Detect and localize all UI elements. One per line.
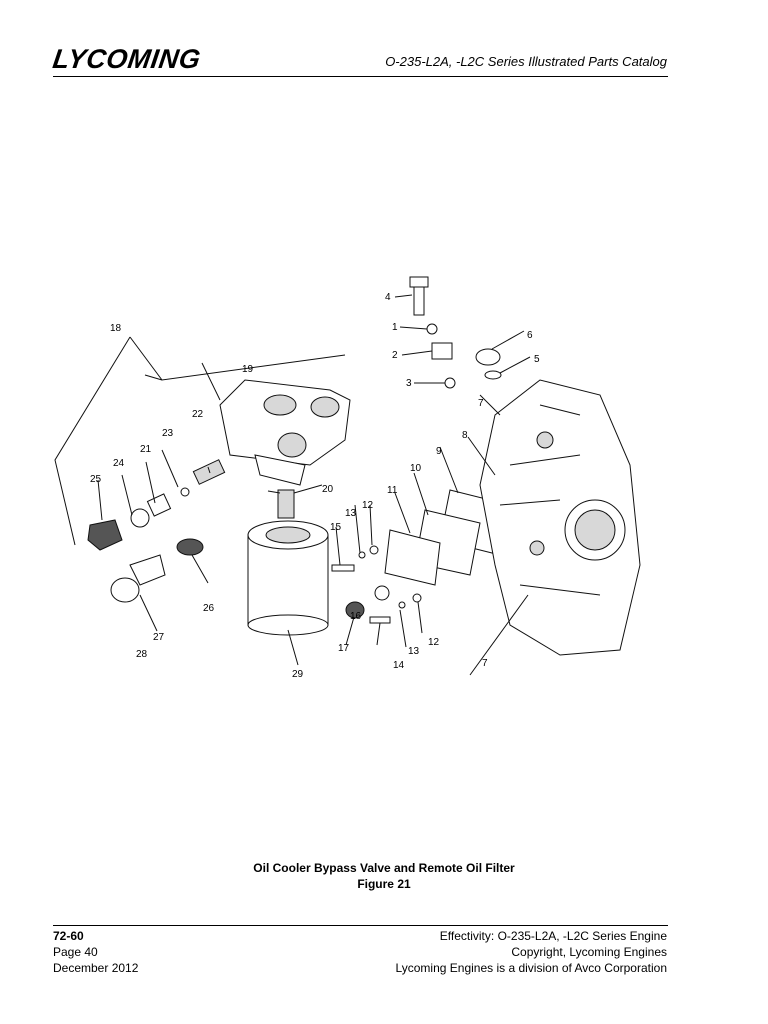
callout-7a: 7 (478, 398, 484, 409)
callout-28: 28 (136, 649, 148, 660)
fitting-20 (277, 489, 295, 519)
callout-25: 25 (90, 474, 102, 485)
effectivity: Effectivity: O-235-L2A, -L2C Series Engi… (439, 929, 667, 943)
callout-20: 20 (322, 484, 334, 495)
callout-3: 3 (406, 378, 412, 389)
callout-23: 23 (162, 428, 174, 439)
callout-8: 8 (462, 430, 468, 441)
callout-labels: 4 1 2 3 6 5 7 8 9 10 11 12 13 15 20 18 1… (90, 292, 540, 680)
callout-22: 22 (192, 409, 204, 420)
copyright: Copyright, Lycoming Engines (511, 945, 667, 959)
callout-12b: 12 (428, 637, 440, 648)
callout-17: 17 (338, 643, 350, 654)
callout-12a: 12 (362, 500, 374, 511)
caption-figure-number: Figure 21 (357, 877, 411, 891)
page-number: Page 40 (53, 945, 98, 959)
callout-5: 5 (534, 354, 540, 365)
callout-15: 15 (330, 522, 342, 533)
callout-19: 19 (242, 364, 254, 375)
exploded-parts-diagram: 4 1 2 3 6 5 7 8 9 10 11 12 13 15 20 18 1… (40, 265, 730, 685)
callout-16: 16 (350, 611, 362, 622)
revision-date: December 2012 (53, 961, 139, 975)
callout-27: 27 (153, 632, 165, 643)
bracket-18 (54, 336, 346, 546)
footer-right: Effectivity: O-235-L2A, -L2C Series Engi… (396, 928, 667, 976)
caption-title: Oil Cooler Bypass Valve and Remote Oil F… (253, 861, 515, 875)
lycoming-logo: LYCOMING (50, 44, 203, 74)
callout-29: 29 (292, 669, 304, 680)
callout-7b: 7 (482, 658, 488, 669)
callout-13a: 13 (345, 508, 357, 519)
top-fittings (409, 276, 502, 389)
callout-1: 1 (392, 322, 398, 333)
accessory-housing (479, 379, 641, 656)
small-hardware (331, 545, 422, 624)
company-note: Lycoming Engines is a division of Avco C… (395, 961, 667, 975)
leader-lines (97, 294, 531, 676)
cover-11 (384, 529, 441, 586)
callout-24: 24 (113, 458, 125, 469)
footer-left: 72-60 Page 40 December 2012 (53, 928, 138, 976)
filter-adapter-19 (219, 379, 351, 486)
catalog-title: O-235-L2A, -L2C Series Illustrated Parts… (385, 54, 667, 69)
callout-4: 4 (385, 292, 391, 303)
callout-2: 2 (392, 350, 398, 361)
callout-11: 11 (387, 485, 398, 496)
callout-13b: 13 (408, 646, 420, 657)
callout-18: 18 (110, 323, 122, 334)
callout-14: 14 (393, 660, 405, 671)
diagram-svg: 4 1 2 3 6 5 7 8 9 10 11 12 13 15 20 18 1… (54, 276, 641, 680)
callout-6: 6 (527, 330, 533, 341)
header-divider (53, 76, 668, 77)
footer-divider (53, 925, 668, 926)
oil-filter-29 (247, 520, 329, 636)
callout-9: 9 (436, 446, 442, 457)
callout-26: 26 (203, 603, 215, 614)
callout-21: 21 (140, 444, 152, 455)
chapter-code: 72-60 (53, 929, 84, 943)
figure-caption: Oil Cooler Bypass Valve and Remote Oil F… (0, 860, 768, 892)
callout-10: 10 (410, 463, 422, 474)
valve-components (87, 459, 226, 603)
